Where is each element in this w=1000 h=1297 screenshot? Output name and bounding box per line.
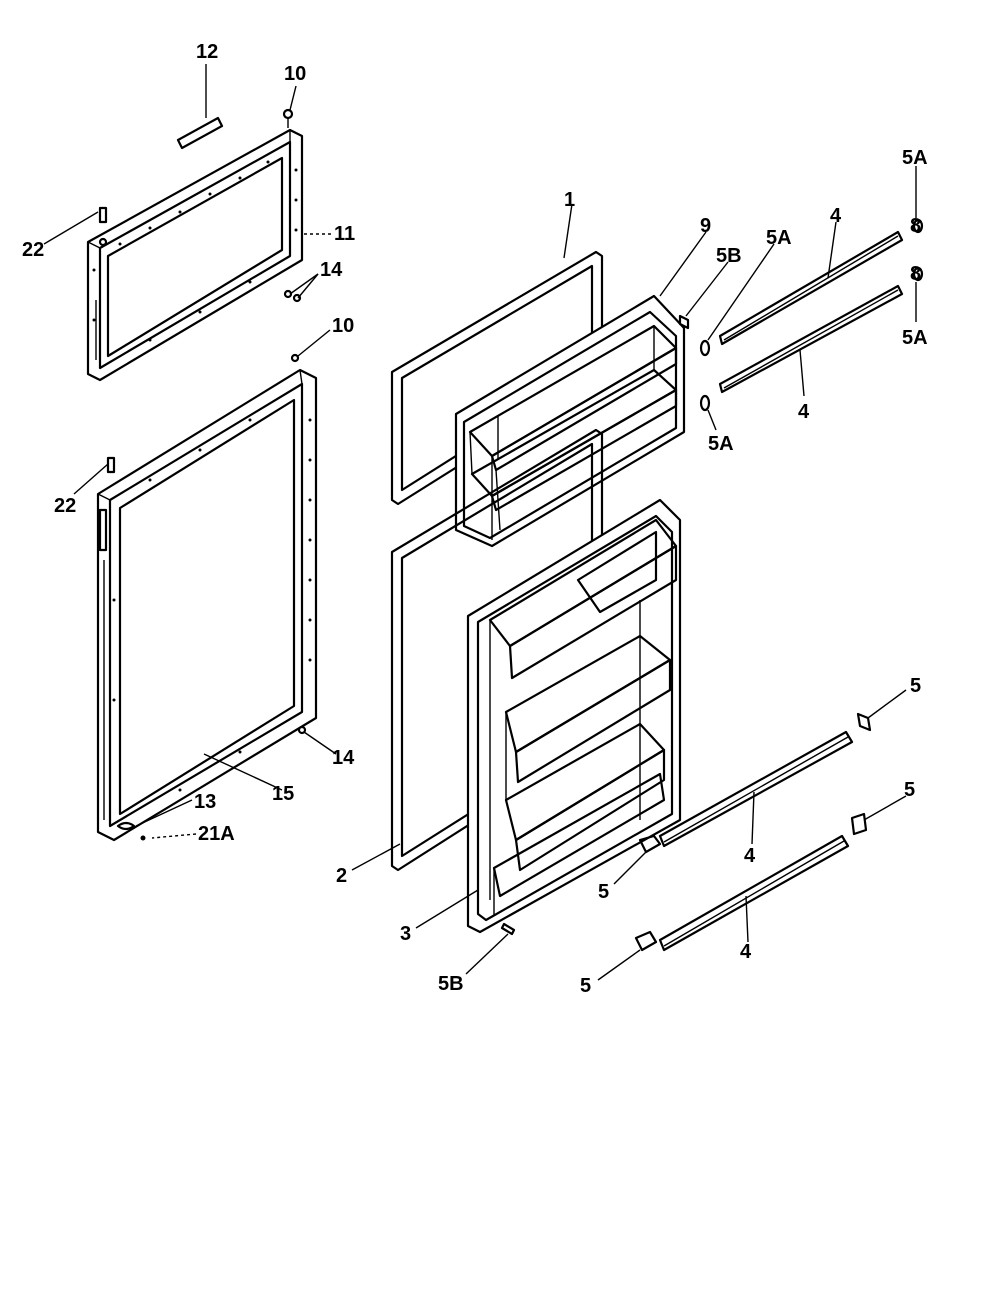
label-5A-top-left: 5A [766, 227, 792, 249]
bar-end-caps [634, 218, 924, 952]
label-4-lower: 4 [744, 845, 756, 867]
label-5A-right: 5A [902, 327, 928, 349]
label-10-top: 10 [284, 63, 306, 85]
label-11: 11 [334, 223, 355, 245]
label-1: 1 [564, 189, 575, 211]
label-5-bottom: 5 [580, 975, 591, 997]
label-10-mid: 10 [332, 315, 354, 337]
part-4-shelf-bars [658, 230, 904, 952]
label-5B-bottom: 5B [438, 973, 464, 995]
label-8-mid: 8 [910, 263, 921, 285]
label-13: 13 [194, 791, 216, 813]
label-4-bottom: 4 [740, 941, 752, 963]
leader-lines [43, 64, 917, 981]
label-14-top: 14 [320, 259, 343, 281]
label-15: 15 [272, 783, 294, 805]
label-5A-left: 5A [708, 433, 734, 455]
label-9: 9 [700, 215, 711, 237]
label-8-top: 8 [910, 215, 921, 237]
label-5-right: 5 [904, 779, 915, 801]
label-5-lower-left: 5 [598, 881, 609, 903]
label-5B-top: 5B [716, 245, 742, 267]
label-22-top: 22 [22, 239, 44, 261]
part-11-freezer-door-frame [86, 108, 304, 382]
part-3-fresh-food-door-liner [466, 498, 682, 936]
label-12: 12 [196, 41, 218, 63]
label-14-bottom: 14 [332, 747, 355, 769]
part-12-plate [176, 116, 224, 150]
label-4-top: 4 [830, 205, 842, 227]
label-22-mid: 22 [54, 495, 76, 517]
label-21A: 21A [198, 823, 235, 845]
label-3: 3 [400, 923, 411, 945]
label-5A-top-right: 5A [902, 147, 928, 169]
label-4-mid: 4 [798, 401, 810, 423]
part-9-freezer-door-liner [454, 294, 686, 548]
callout-labels: 12 10 22 11 14 10 22 14 15 13 21A 1 9 5B… [22, 41, 928, 997]
label-2: 2 [336, 865, 347, 887]
label-5-upper-right: 5 [910, 675, 921, 697]
part-15-fresh-food-door-frame [96, 353, 318, 842]
